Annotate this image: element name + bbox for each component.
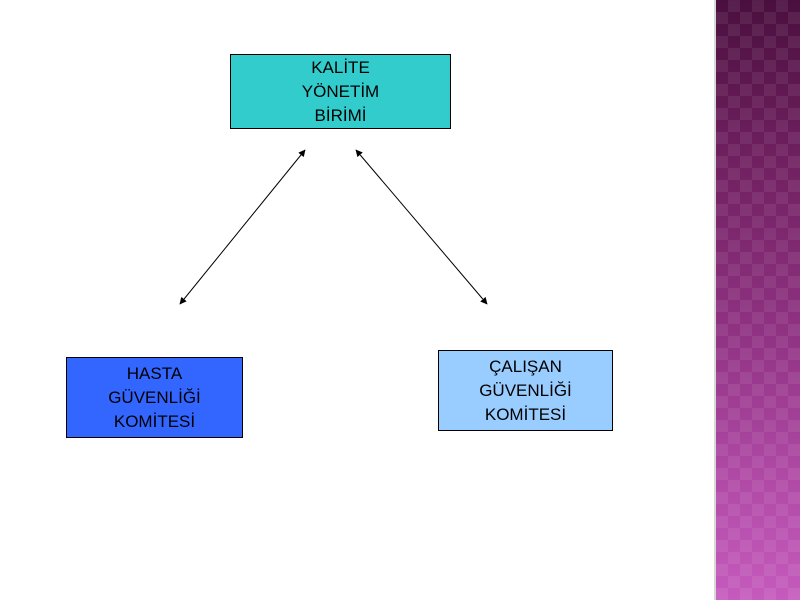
arrow-kalite-calisan: [355, 149, 488, 305]
node-label-line: YÖNETİM: [301, 81, 380, 101]
node-label-line: KOMİTESİ: [113, 411, 196, 431]
node-kalite-yonetim-birimi: KALİTE YÖNETİM BİRİMİ: [230, 54, 451, 129]
node-hasta-guvenligi-komitesi: HASTA GÜVENLİĞİ KOMİTESİ: [66, 357, 243, 438]
node-calisan-guvenligi-komitesi: ÇALIŞAN GÜVENLİĞİ KOMİTESİ: [438, 350, 613, 431]
node-label-line: BİRİMİ: [314, 105, 367, 125]
connector-layer: [179, 149, 488, 305]
node-label-line: HASTA: [126, 363, 183, 383]
node-label-line: ÇALIŞAN: [489, 356, 562, 376]
node-label-line: GÜVENLİĞİ: [108, 387, 201, 407]
node-label-line: KALİTE: [311, 57, 370, 77]
decorative-side-band: [714, 0, 800, 600]
node-label-line: GÜVENLİĞİ: [479, 380, 572, 400]
arrow-kalite-hasta: [179, 149, 306, 305]
node-label-line: KOMİTESİ: [484, 404, 567, 424]
